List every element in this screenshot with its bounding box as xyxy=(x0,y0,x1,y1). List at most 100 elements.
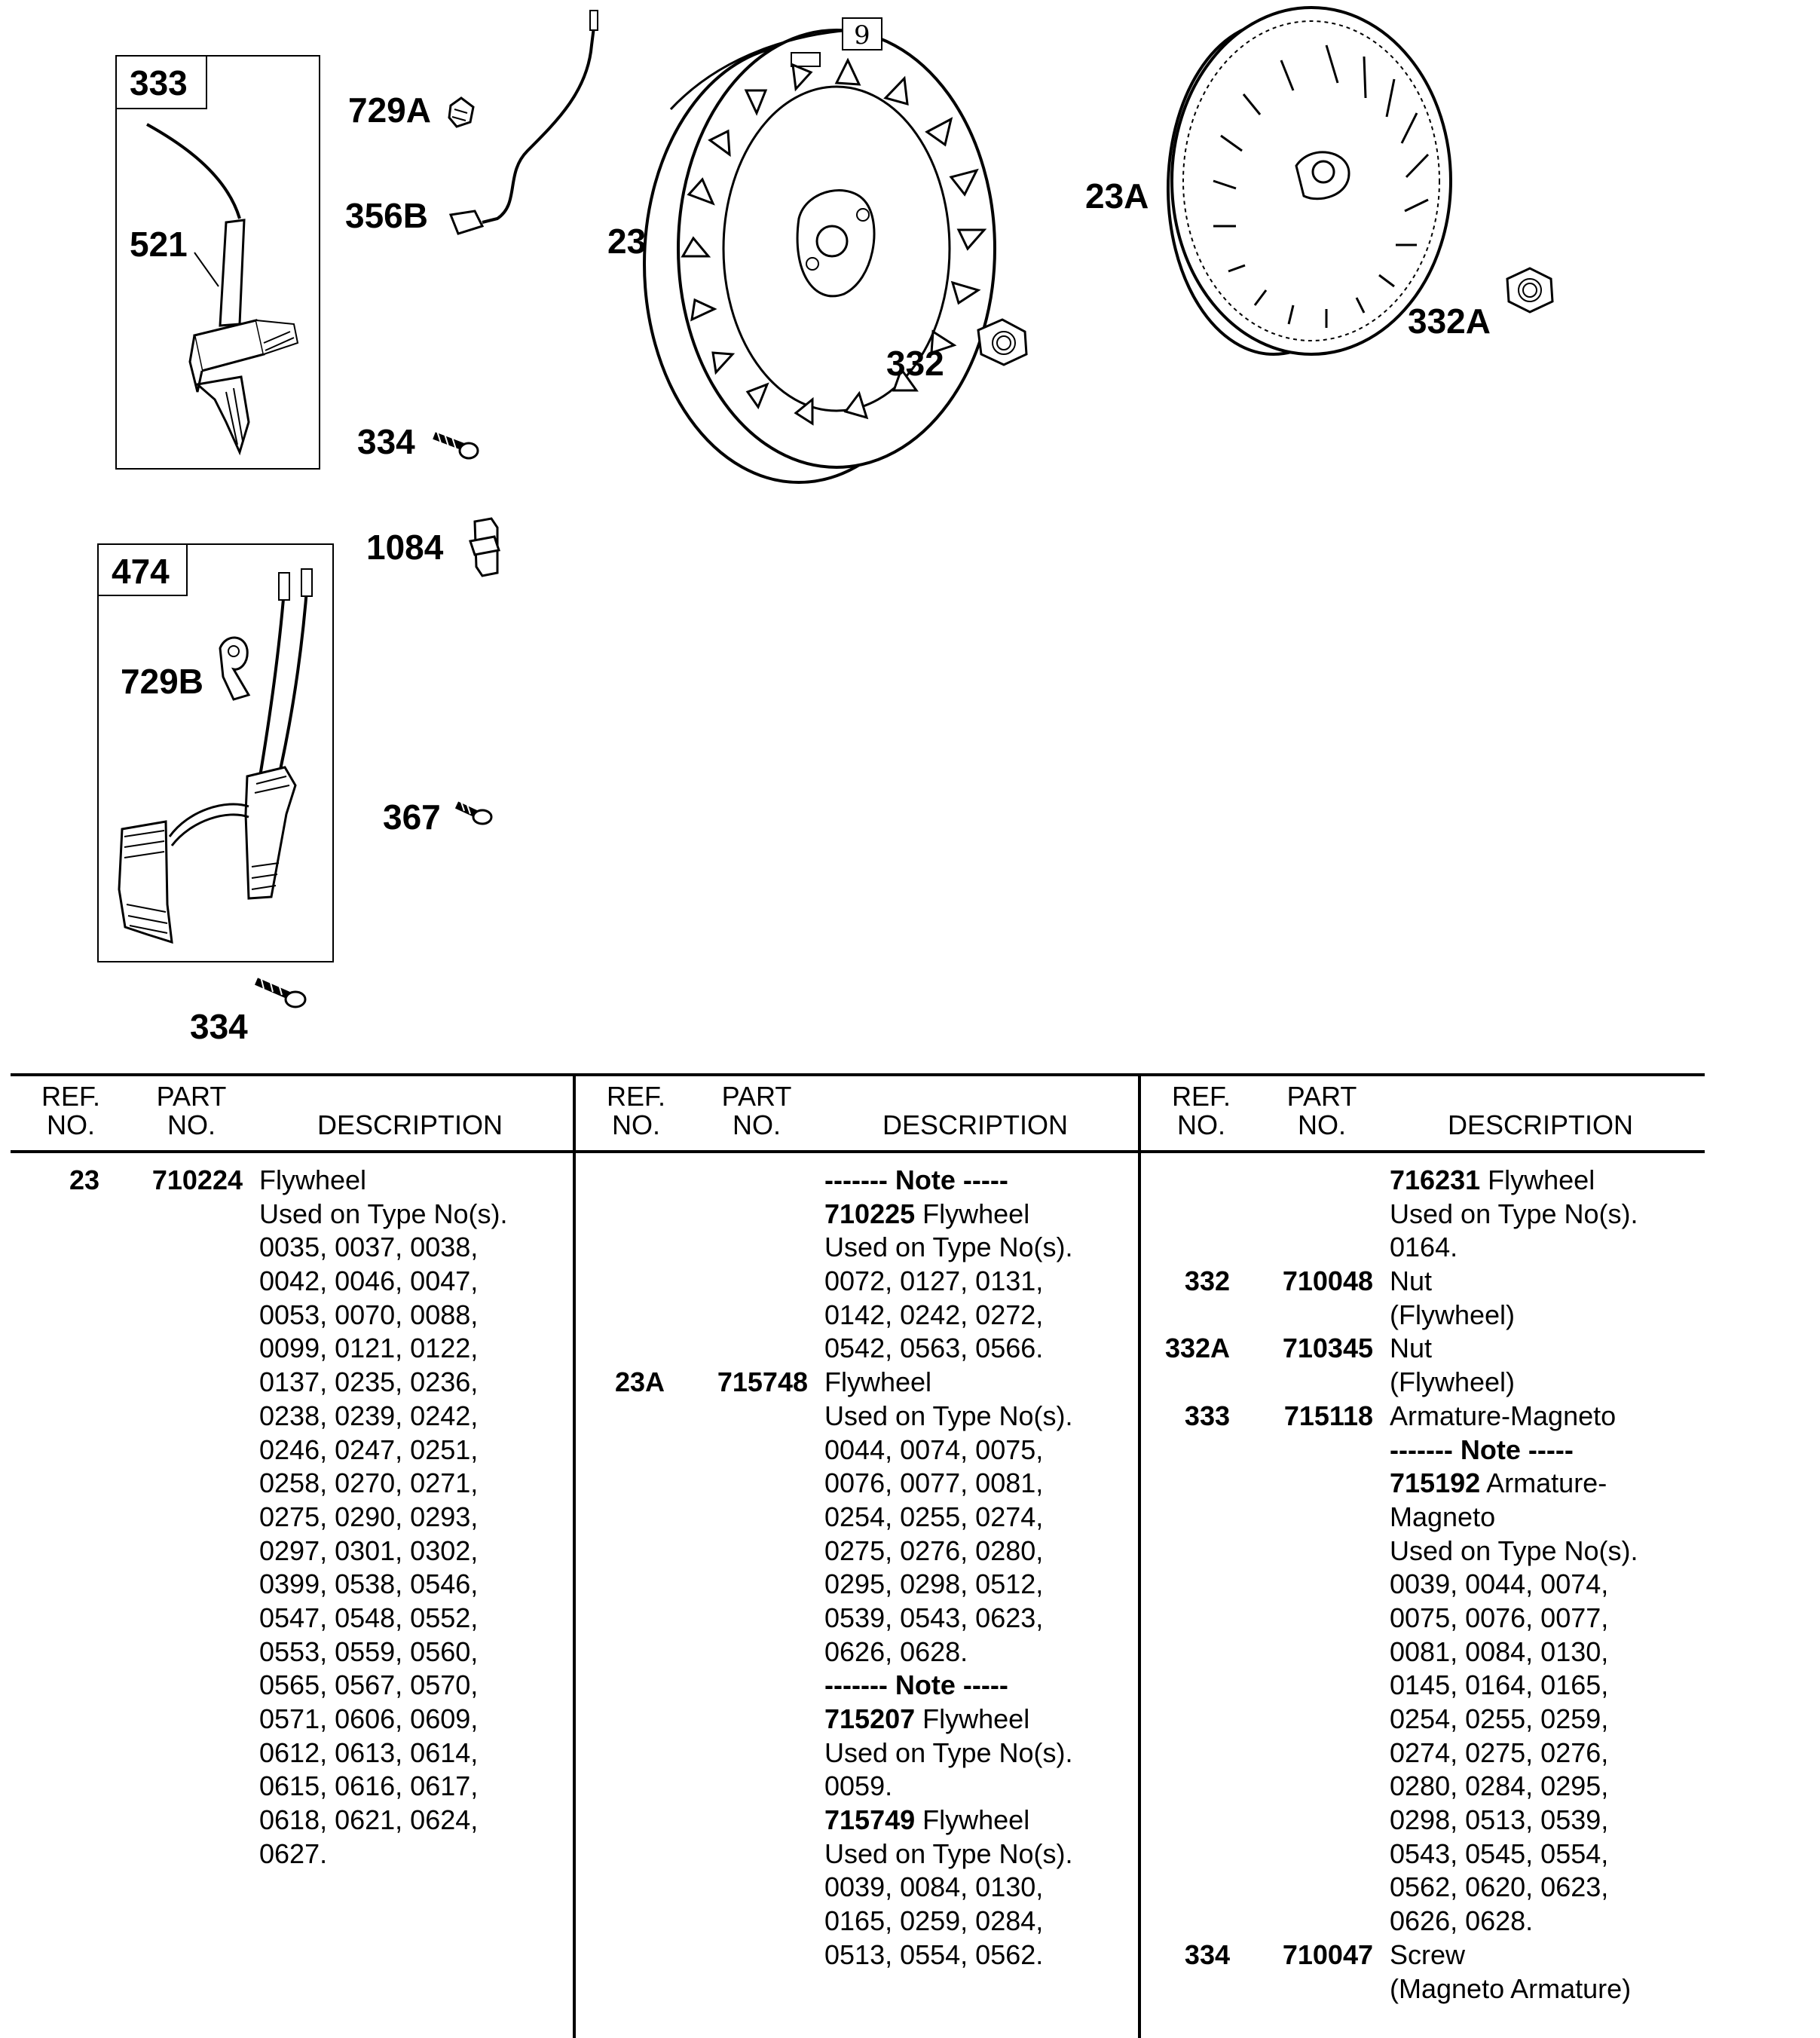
table-row: 0142, 0242, 0272, xyxy=(576,1299,1138,1333)
description-text: 0626, 0628. xyxy=(1390,1905,1534,1937)
table-row: ------- Note ----- xyxy=(576,1164,1138,1198)
connector-1084 xyxy=(469,517,500,577)
description-text: 0543, 0545, 0554, xyxy=(1390,1838,1609,1869)
description: Magneto xyxy=(1390,1501,1495,1535)
description-text: Used on Type No(s). xyxy=(824,1400,1073,1431)
description: 0547, 0548, 0552, xyxy=(259,1602,478,1636)
table-row: 0547, 0548, 0552, xyxy=(11,1602,573,1636)
nut-332 xyxy=(977,318,1028,366)
description-text: 0513, 0554, 0562. xyxy=(824,1939,1044,1970)
description: 0072, 0127, 0131, xyxy=(824,1265,1043,1299)
description: Used on Type No(s). xyxy=(824,1737,1072,1770)
description: 0039, 0044, 0074, xyxy=(1390,1568,1608,1602)
table-row: 0044, 0074, 0075, xyxy=(576,1434,1138,1467)
description: 0142, 0242, 0272, xyxy=(824,1299,1043,1333)
part-no: 710048 xyxy=(1282,1265,1373,1297)
description-text: 0275, 0290, 0293, xyxy=(259,1501,479,1532)
table-row: Used on Type No(s). xyxy=(576,1231,1138,1265)
description: 716231 Flywheel xyxy=(1390,1164,1595,1198)
description-text: 0547, 0548, 0552, xyxy=(259,1602,479,1633)
callout-334-lower: 334 xyxy=(190,1007,248,1046)
description-text: 0081, 0084, 0130, xyxy=(1390,1636,1609,1667)
table-row: 0612, 0613, 0614, xyxy=(11,1737,573,1770)
column-divider xyxy=(573,1076,576,2038)
callout-23a: 23A xyxy=(1085,176,1149,216)
table-row: 0258, 0270, 0271, xyxy=(11,1467,573,1501)
description: 0053, 0070, 0088, xyxy=(259,1299,478,1333)
description: 0137, 0235, 0236, xyxy=(259,1366,478,1400)
table-row: Used on Type No(s). xyxy=(11,1198,573,1232)
description: 0553, 0559, 0560, xyxy=(259,1636,478,1669)
callout-333: 333 xyxy=(130,63,188,103)
description: ------- Note ----- xyxy=(824,1669,1008,1703)
description-text: 0053, 0070, 0088, xyxy=(259,1299,479,1330)
description-text: Used on Type No(s). xyxy=(1390,1198,1638,1229)
table-row: Magneto xyxy=(1141,1501,1703,1535)
description: 715207 Flywheel xyxy=(824,1703,1029,1737)
ref-no: 23A xyxy=(614,1366,665,1398)
description: Armature-Magneto xyxy=(1390,1400,1616,1434)
table-row: 0059. xyxy=(576,1770,1138,1804)
description-text: 0612, 0613, 0614, xyxy=(259,1737,479,1768)
description-text: Armature- xyxy=(1480,1467,1607,1499)
table-row: 0035, 0037, 0038, xyxy=(11,1231,573,1265)
ground-wire-356b xyxy=(448,10,598,235)
table-row: 0539, 0543, 0623, xyxy=(576,1602,1138,1636)
flywheel-23: 9 xyxy=(643,17,996,484)
table-row: 0137, 0235, 0236, xyxy=(11,1366,573,1400)
description: 0164. xyxy=(1390,1231,1458,1265)
description-text: 0075, 0076, 0077, xyxy=(1390,1602,1609,1633)
part-no: 715118 xyxy=(1283,1400,1373,1431)
description: (Flywheel) xyxy=(1390,1299,1515,1333)
description-text: Flywheel xyxy=(1480,1164,1595,1195)
table-row: 0238, 0239, 0242, xyxy=(11,1400,573,1434)
part-number-bold: 715192 xyxy=(1390,1467,1481,1499)
description: Used on Type No(s). xyxy=(1390,1535,1638,1568)
table-row: 0297, 0301, 0302, xyxy=(11,1535,573,1568)
description: 710225 Flywheel xyxy=(824,1198,1029,1232)
description-text: 0039, 0084, 0130, xyxy=(824,1871,1044,1903)
description-text: 0137, 0235, 0236, xyxy=(259,1366,479,1398)
table-row: 716231 Flywheel xyxy=(1141,1164,1703,1198)
table-row: 0145, 0164, 0165, xyxy=(1141,1669,1703,1703)
description: 0254, 0255, 0274, xyxy=(824,1501,1043,1535)
description-text: 0246, 0247, 0251, xyxy=(259,1434,479,1465)
description-text: Magneto xyxy=(1390,1501,1496,1532)
description: 715192 Armature- xyxy=(1390,1467,1607,1501)
table-row: 0274, 0275, 0276, xyxy=(1141,1737,1703,1770)
description-text: 0035, 0037, 0038, xyxy=(259,1232,479,1263)
description: 0295, 0298, 0512, xyxy=(824,1568,1043,1602)
description: 0539, 0543, 0623, xyxy=(824,1602,1043,1636)
description: Used on Type No(s). xyxy=(1390,1198,1638,1232)
description-text: 0142, 0242, 0272, xyxy=(824,1299,1044,1330)
table-row: 0039, 0044, 0074, xyxy=(1141,1568,1703,1602)
column-divider xyxy=(1138,1076,1141,2038)
clip-729a xyxy=(448,96,475,128)
description: 0543, 0545, 0554, xyxy=(1390,1838,1608,1871)
description-text: 0164. xyxy=(1390,1232,1458,1263)
description-text: 0258, 0270, 0271, xyxy=(259,1467,479,1499)
description-text: Flywheel xyxy=(915,1804,1030,1836)
description: Used on Type No(s). xyxy=(824,1400,1072,1434)
description-text: 0562, 0620, 0623, xyxy=(1390,1871,1609,1903)
description: Flywheel xyxy=(824,1366,931,1400)
table-row: 0565, 0567, 0570, xyxy=(11,1669,573,1703)
description: 0626, 0628. xyxy=(1390,1905,1533,1939)
table-row: 0553, 0559, 0560, xyxy=(11,1636,573,1669)
table-row: (Flywheel) xyxy=(1141,1366,1703,1400)
description: Nut xyxy=(1390,1332,1432,1366)
description-text: 0297, 0301, 0302, xyxy=(259,1535,479,1566)
part-number-bold: 715749 xyxy=(824,1804,916,1836)
description: 715749 Flywheel xyxy=(824,1804,1029,1838)
callout-23: 23 xyxy=(607,222,646,261)
table-column-2: REF. NO. PART NO. DESCRIPTION ------- No… xyxy=(576,1076,1138,2038)
table-row: 0295, 0298, 0512, xyxy=(576,1568,1138,1602)
alternator-box: 474 729B xyxy=(97,543,334,962)
description: 0571, 0606, 0609, xyxy=(259,1703,478,1737)
